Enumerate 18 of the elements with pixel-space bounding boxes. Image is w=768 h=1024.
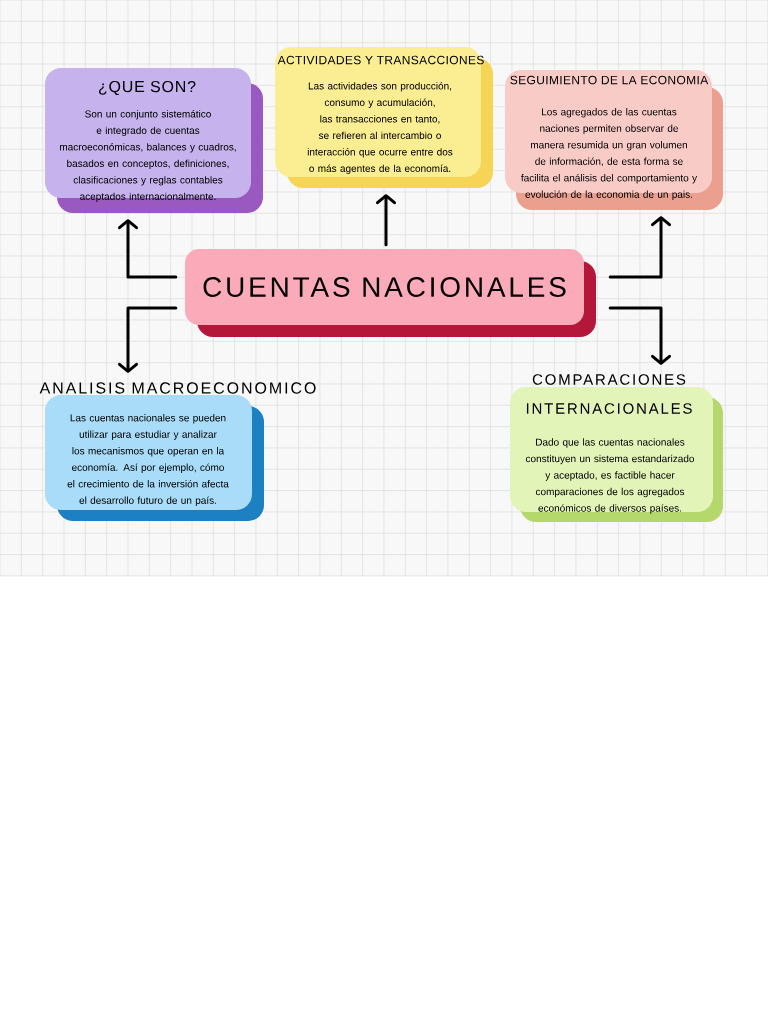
note-card [510, 374, 723, 522]
card-text: Las cuentas nacionales se pueden utilizar para estudiar y analizar los mecanismos que operan en la economía. Así por ejemplo, cómo el crecimiento de la inversión afecta el desarrollo futuro de un país. [67, 414, 229, 506]
note-card [45, 68, 263, 213]
card-text: Las actividades son producción, consumo y acumulación, las transacciones en tanto, se refieren al intercambio o interacción que ocurre entre dos o más agentes de la economía. [307, 82, 453, 174]
card-heading: COMPARACIONES INTERNACIONALES [526, 374, 692, 414]
card-text: Son un conjunto sistemático e integrado de cuentas macroeconómicas, balances y cuadros, basados en conceptos, definiciones, clasificaciones y reglas contables aceptados internacionalmente. [60, 110, 236, 202]
card-heading: ANALISIS MACROECONOMICO [39, 382, 316, 394]
arrow [376, 194, 396, 247]
arrow [118, 306, 178, 373]
arrow [118, 219, 178, 279]
card-text: Los agregados de las cuentas naciones permiten observar de manera resumida un gran volumen de información, de esta forma se facilita el análisis del comportamiento y evolución de la economia de un pais. [521, 108, 698, 200]
card-heading: SEGUIMIENTO DE LA ECONOMIA [510, 75, 709, 85]
arrow [608, 306, 671, 365]
card-heading: ACTIVIDADES Y TRANSACCIONES [277, 55, 484, 65]
arrow [608, 216, 671, 279]
title-box: CUENTAS NACIONALES [185, 249, 596, 337]
card-heading: ¿QUE SON? [99, 80, 196, 96]
card-text: Dado que las cuentas nacionales constituyen un sistema estandarizado y aceptado, es factible hacer comparaciones de los agregados económicos de diversos países. [525, 438, 695, 514]
